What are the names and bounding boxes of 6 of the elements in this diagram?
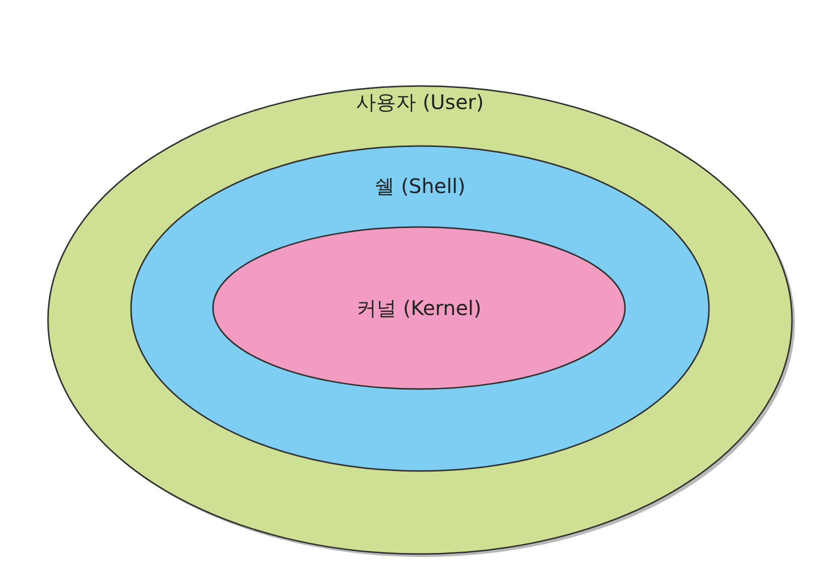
layer-label: 커널 (Kernel): [356, 296, 482, 320]
ellipse-layer: [212, 226, 626, 390]
layer-label: 사용자 (User): [356, 90, 484, 114]
ellipse-layer: [47, 85, 793, 555]
ellipse-layer: [130, 145, 710, 472]
layer-label: 쉘 (Shell): [374, 174, 466, 198]
